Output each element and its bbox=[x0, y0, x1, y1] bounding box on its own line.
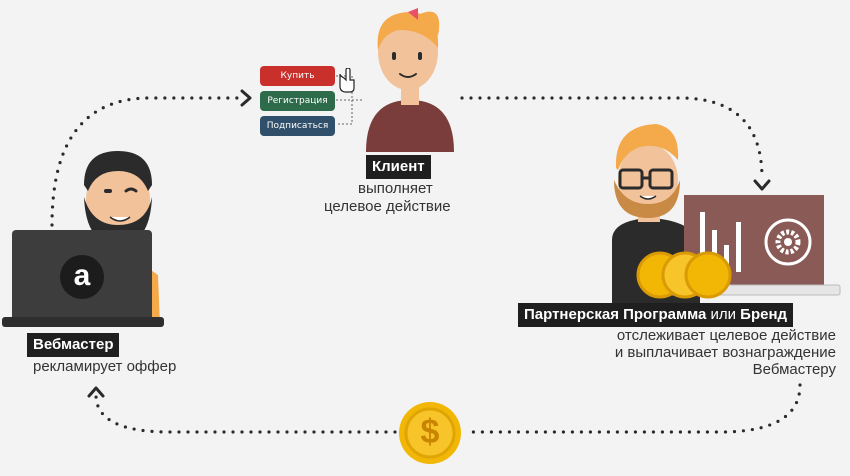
partner-caption-line2: и выплачивает вознаграждение bbox=[614, 344, 836, 361]
flow-line-partner-to-coin bbox=[463, 383, 802, 434]
partner-illustration bbox=[612, 124, 841, 305]
button-connectors bbox=[336, 68, 362, 125]
partner-title-part1: Партнерская Программа bbox=[524, 306, 707, 323]
flow-line-client-to-partner bbox=[460, 96, 764, 180]
client-illustration bbox=[366, 8, 454, 152]
register-button[interactable]: Регистрация bbox=[260, 91, 335, 111]
flow-line-coin-to-webmaster bbox=[94, 393, 397, 434]
arrow-up-icon bbox=[87, 386, 105, 398]
flow-line-webmaster-to-client bbox=[50, 96, 242, 227]
coin-dollar-symbol: $ bbox=[420, 413, 440, 451]
partner-caption-line3: Вебмастеру bbox=[752, 361, 836, 378]
client-caption-line2: целевое действие bbox=[324, 198, 451, 215]
partner-title-connector: или bbox=[710, 306, 736, 323]
partner-title-part2: Бренд bbox=[740, 306, 788, 323]
webmaster-caption: рекламирует оффер bbox=[33, 358, 177, 375]
partner-caption-line1: отслеживает целевое действие bbox=[616, 327, 836, 344]
hand-cursor-icon bbox=[339, 68, 355, 93]
buy-button[interactable]: Купить bbox=[260, 66, 335, 86]
coin-icon bbox=[399, 402, 461, 464]
partner-title: Партнерская Программа или Бренд bbox=[518, 303, 794, 327]
subscribe-button[interactable]: Подписаться bbox=[260, 116, 335, 136]
client-caption-line1: выполняет bbox=[358, 180, 433, 197]
webmaster-title: Вебмастер bbox=[27, 333, 120, 357]
arrow-down-icon bbox=[753, 179, 771, 191]
laptop-logo-icon: a bbox=[73, 259, 91, 292]
webmaster-illustration bbox=[2, 151, 164, 327]
client-title: Клиент bbox=[366, 155, 431, 179]
arrow-right-icon bbox=[240, 89, 252, 107]
